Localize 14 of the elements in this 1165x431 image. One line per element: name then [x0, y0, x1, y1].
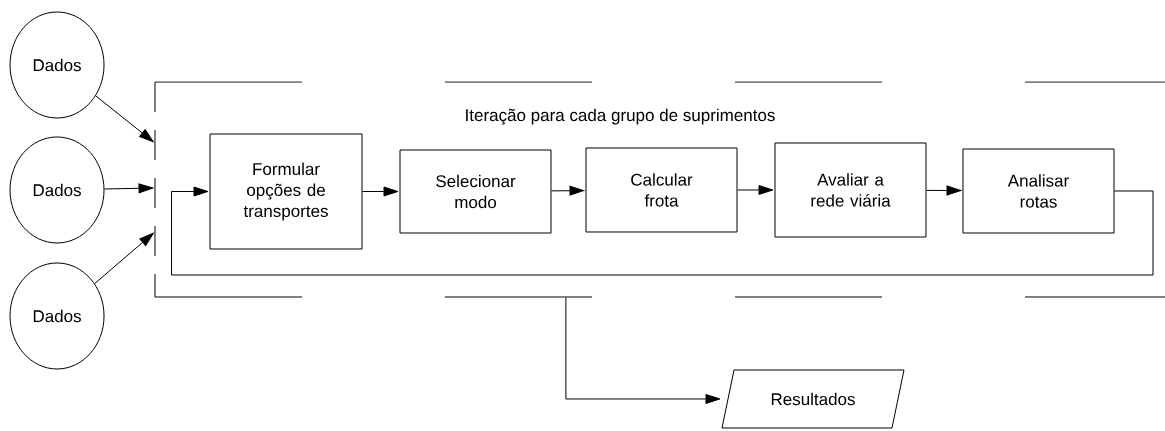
arrow	[737, 185, 774, 195]
arrow	[95, 95, 154, 143]
process-box: Avaliar a rede viária	[774, 142, 927, 238]
process-box: Analisar rotas	[962, 148, 1115, 234]
process-box: Selecionar modo	[399, 149, 552, 234]
process-box: Formular opções de transportes	[209, 133, 363, 250]
arrow	[926, 185, 962, 196]
arrow	[104, 183, 154, 194]
output-parallelogram: Resultados	[721, 369, 905, 429]
arrow	[551, 185, 585, 196]
arrow	[565, 297, 721, 404]
arrow	[94, 232, 154, 285]
arrow	[362, 186, 399, 197]
process-box: Calcular frota	[585, 147, 738, 233]
